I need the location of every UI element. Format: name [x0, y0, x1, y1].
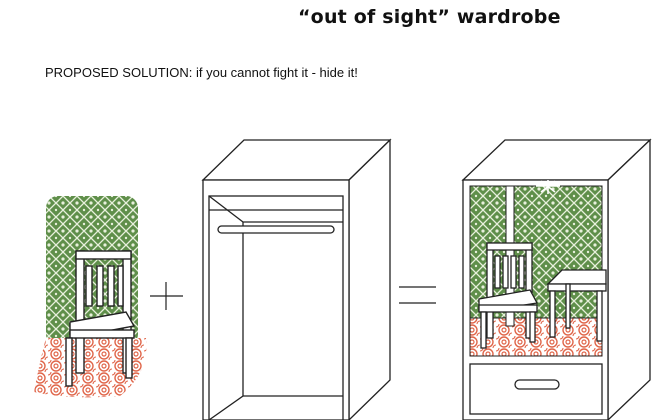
wardrobe-empty: [201, 138, 392, 420]
equals-sign: [399, 286, 436, 304]
drawer-handle-icon: [514, 379, 560, 390]
light-sparkle-icon: [536, 180, 560, 194]
wardrobe-solution: [461, 138, 652, 420]
chair-scene: [34, 196, 147, 398]
hanging-rail: [217, 225, 335, 234]
stool-icon: [546, 269, 607, 342]
page-subtitle: PROPOSED SOLUTION: if you cannot fight i…: [45, 65, 358, 80]
chair-icon: [478, 242, 539, 349]
rug: [34, 338, 147, 398]
chair-icon: [65, 250, 136, 387]
plus-sign: [150, 282, 183, 310]
page-title: “out of sight” wardrobe: [298, 6, 561, 28]
